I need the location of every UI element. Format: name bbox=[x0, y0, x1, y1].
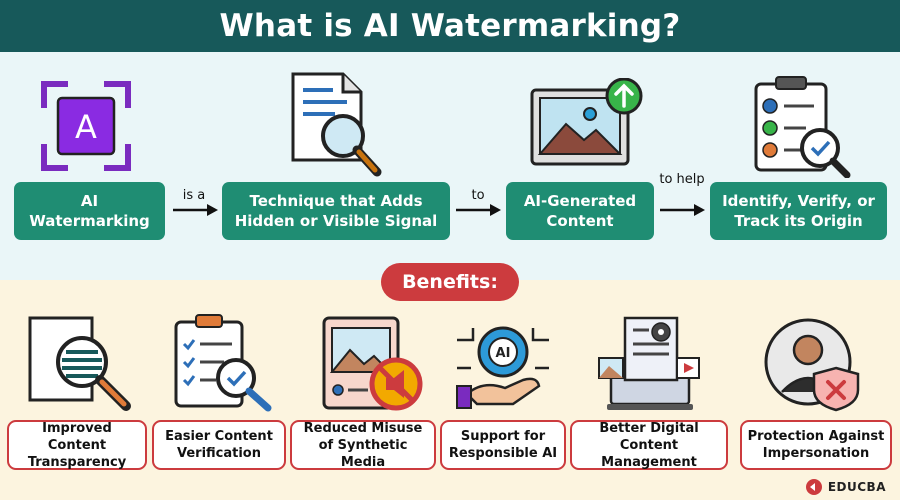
arrow-right-icon bbox=[456, 204, 501, 216]
connector-to: to bbox=[471, 188, 485, 203]
page-title: What is AI Watermarking? bbox=[219, 8, 681, 44]
media-block-icon bbox=[322, 316, 423, 411]
document-magnifier-icon bbox=[28, 316, 131, 411]
document-search-icon bbox=[291, 72, 382, 177]
benefit-transparency: Improved Content Transparency bbox=[7, 420, 147, 470]
connector-to-help: to help bbox=[659, 172, 705, 187]
brand-logo: EDUCBA bbox=[805, 478, 886, 496]
flow-step-ai-content: AI-Generated Content bbox=[506, 182, 654, 240]
benefit-content-management: Better Digital Content Management bbox=[570, 420, 728, 470]
benefits-heading: Benefits: bbox=[381, 263, 519, 301]
image-upload-icon bbox=[530, 78, 643, 166]
arrow-right-icon bbox=[173, 204, 218, 216]
checklist-search-icon bbox=[754, 76, 851, 178]
connector-is-a: is a bbox=[182, 188, 206, 203]
ai-letter: A bbox=[75, 108, 97, 146]
benefit-verification: Easier Content Verification bbox=[152, 420, 286, 470]
user-shield-icon bbox=[764, 318, 860, 412]
ai-gear-hand-icon: AI bbox=[456, 326, 549, 409]
clipboard-check-icon bbox=[174, 314, 272, 412]
flow-step-ai-watermarking: AI Watermarking bbox=[14, 182, 165, 240]
ai-badge: AI bbox=[496, 346, 511, 361]
flow-step-technique: Technique that Adds Hidden or Visible Si… bbox=[222, 182, 450, 240]
digital-content-icon bbox=[598, 316, 700, 410]
header-bar: What is AI Watermarking? bbox=[0, 0, 900, 52]
flow-section bbox=[0, 52, 900, 280]
brand-name: EDUCBA bbox=[827, 480, 886, 494]
benefit-impersonation: Protection Against Impersonation bbox=[740, 420, 892, 470]
flow-step-identify: Identify, Verify, or Track its Origin bbox=[710, 182, 887, 240]
educba-logo-icon bbox=[805, 479, 822, 495]
arrow-right-icon bbox=[660, 204, 705, 216]
benefit-responsible-ai: Support for Responsible AI bbox=[440, 420, 566, 470]
benefit-reduced-misuse: Reduced Misuse of Synthetic Media bbox=[290, 420, 436, 470]
ai-frame-icon: A bbox=[41, 81, 131, 171]
